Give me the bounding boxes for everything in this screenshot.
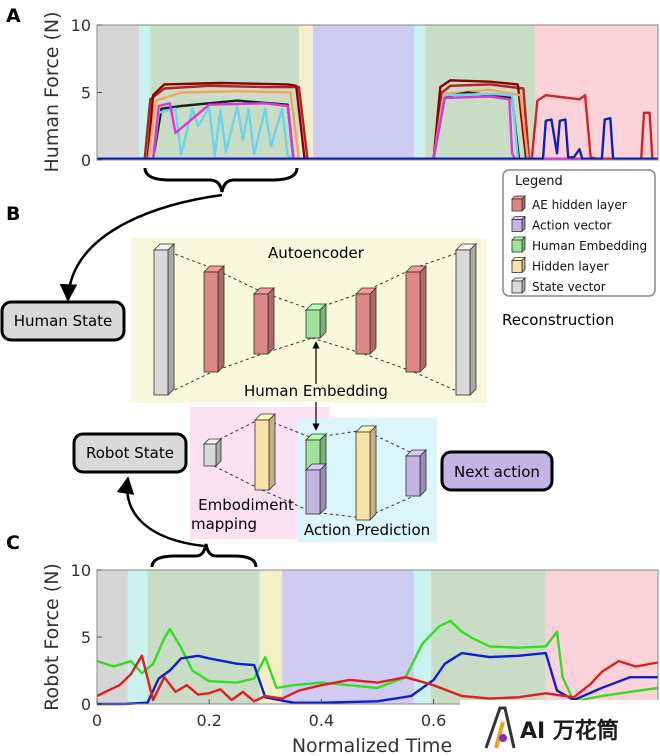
- next-action-box: Next action: [440, 450, 554, 492]
- human-state-label: Human State: [14, 312, 113, 330]
- legend-box: [502, 169, 656, 297]
- chart-human-force: 0 5 10 Human Force (N): [41, 11, 659, 173]
- watermark-text: AI 万花筒: [520, 718, 619, 744]
- next-action-label: Next action: [454, 463, 540, 481]
- reconstruction-label: Reconstruction: [502, 311, 614, 329]
- chart-c-ylabel: Robot Force (N): [41, 563, 63, 711]
- legend-item-4: State vector: [511, 277, 606, 294]
- panel-letter-b: B: [6, 203, 20, 225]
- layer-output-state: [455, 243, 477, 396]
- chartC-series-0: [96, 619, 659, 703]
- layer-input-state: [153, 243, 175, 396]
- panel-letter-c: C: [6, 532, 20, 554]
- chartC-phase-1: [127, 570, 148, 704]
- human-state-box: Human State: [0, 300, 126, 342]
- action-prediction-label: Action Prediction: [304, 521, 430, 539]
- chartA-phase-1: [139, 25, 151, 160]
- legend-swatch-4: [511, 277, 526, 294]
- network-layers: [153, 243, 477, 521]
- chartC-series-1: [97, 651, 658, 706]
- layer-ae-decoder-1: [355, 287, 377, 355]
- human-embedding-label: Human Embedding: [244, 382, 388, 400]
- chartA-phase-0: [97, 25, 140, 160]
- robot-state-box: Robot State: [72, 432, 188, 474]
- chartC-ytick-0: 0: [81, 695, 91, 714]
- layer-next-action: [405, 449, 427, 497]
- legend-item-0: AE hidden layer: [511, 195, 627, 212]
- legend-label-2: Human Embedding: [532, 239, 647, 253]
- chartA-series-6: [97, 93, 658, 160]
- layer-robot-state-input: [203, 438, 222, 467]
- chartC-xtick-2: 0.4: [309, 711, 334, 730]
- chartC-series-2: [96, 654, 659, 703]
- embodiment-mapping-label-1: Embodiment: [198, 496, 294, 514]
- chartC-xtick-1: 0.2: [196, 711, 221, 730]
- autoencoder-label: Autoencoder: [268, 244, 365, 262]
- legend-item-3: Hidden layer: [511, 256, 609, 274]
- chartA-ytick-2: 10: [71, 16, 91, 35]
- chart-robot-force: 0 5 10 0 0.2 0.4 0.6 Robot Force (N) Normalize…: [41, 561, 659, 756]
- embodiment-mapping-label-2: mapping: [191, 515, 257, 533]
- legend-swatch-0: [511, 195, 526, 212]
- legend-swatch-1: [511, 215, 526, 233]
- layer-prediction-hidden: [355, 425, 377, 521]
- legend-title: Legend: [515, 174, 563, 189]
- chartA-phase-4: [312, 25, 414, 160]
- arrow-to-robot-state: [116, 476, 205, 548]
- robot-state-label: Robot State: [86, 444, 174, 462]
- chartC-phase-5: [413, 570, 431, 704]
- chartC-xtick-0: 0: [92, 711, 102, 730]
- chart-a-ylabel: Human Force (N): [41, 11, 63, 172]
- chartC-phase-6: [430, 570, 546, 704]
- chartA-phase-5: [413, 25, 426, 160]
- layer-ae-encoder-2: [253, 287, 275, 355]
- layer-concat-embedding: [305, 433, 327, 471]
- panel-letter-a: A: [6, 5, 21, 27]
- legend-swatch-3: [511, 256, 526, 274]
- layer-embodiment-hidden: [254, 413, 276, 491]
- legend-item-1: Action vector: [511, 215, 612, 233]
- chartA-ytick-0: 0: [81, 151, 91, 170]
- legend-label-1: Action vector: [532, 219, 612, 233]
- layer-human-embedding: [305, 303, 327, 339]
- legend-label-0: AE hidden layer: [532, 198, 627, 212]
- legend-label-4: State vector: [532, 280, 606, 294]
- legend-item-2: Human Embedding: [511, 236, 647, 253]
- brace-robot-segment: [150, 543, 258, 568]
- arrow-to-human-state: [59, 193, 223, 302]
- layer-ae-decoder-2: [405, 265, 427, 373]
- legend-label-3: Hidden layer: [532, 260, 609, 274]
- layer-ae-encoder-1: [203, 265, 225, 373]
- chartA-ytick-1: 5: [81, 84, 91, 103]
- chartC-phase-7: [545, 570, 658, 704]
- chartC-phase-3: [259, 570, 283, 704]
- watermark-logo: AI 万花筒: [460, 700, 660, 756]
- chartC-ytick-1: 5: [81, 628, 91, 647]
- chartC-xtick-3: 0.6: [421, 711, 446, 730]
- chartA-phase-7: [534, 25, 658, 160]
- chartC-ytick-2: 10: [71, 561, 91, 580]
- layer-concat-action: [305, 463, 327, 515]
- chart-c-xlabel: Normalized Time: [292, 735, 452, 756]
- chartA-series-5: [97, 95, 658, 160]
- legend-swatch-2: [511, 236, 526, 253]
- brace-human-segment: [143, 167, 299, 193]
- chartA-series-7: [97, 116, 658, 160]
